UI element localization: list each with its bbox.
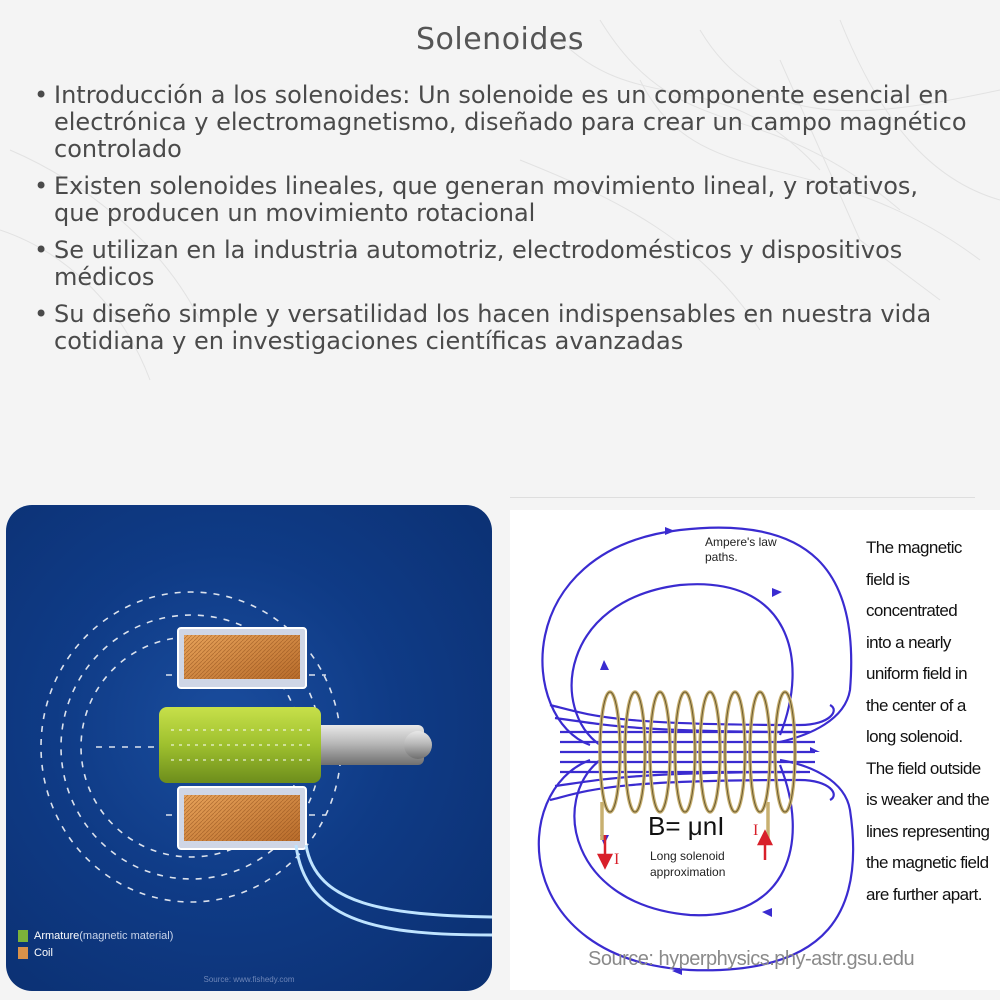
solenoid-cutaway-image: Armature (magnetic material) Coil Source… bbox=[6, 505, 492, 991]
description-line: the magnetic field bbox=[866, 853, 989, 872]
description-line: The field outside bbox=[866, 758, 981, 778]
field-lines-drawing: Ampere's law paths. B= μnI Long solenoid… bbox=[537, 526, 855, 975]
armature-swatch bbox=[18, 930, 28, 942]
slide-title: Solenoides bbox=[415, 22, 585, 57]
legend: Armature (magnetic material) Coil bbox=[18, 930, 173, 964]
image-source-credit: Source: hyperphysics.phy-astr.gsu.edu bbox=[588, 948, 915, 970]
description-line: concentrated bbox=[866, 601, 958, 620]
coil-swatch bbox=[18, 947, 28, 959]
description-line: uniform field in bbox=[866, 664, 968, 683]
paths-label-line1: Ampere's law bbox=[705, 535, 777, 549]
description-line: are further apart. bbox=[866, 884, 982, 904]
approx-label-line2: approximation bbox=[650, 865, 725, 879]
bullet-item: Su diseño simple y versatilidad los hace… bbox=[30, 301, 970, 355]
legend-item-armature: Armature (magnetic material) bbox=[18, 930, 173, 942]
description-line: The magnetic bbox=[866, 538, 962, 557]
description-line: is weaker and the bbox=[866, 790, 990, 809]
magnetic-field-diagram: Ampere's law paths. B= μnI Long solenoid… bbox=[510, 510, 1000, 990]
description-line: the center of a bbox=[866, 695, 966, 715]
field-description: The magnetic field is concentrated into … bbox=[866, 532, 998, 910]
legend-label: Armature bbox=[34, 930, 80, 942]
bullet-list: Introducción a los solenoides: Un soleno… bbox=[30, 82, 970, 365]
formula: B= μnI bbox=[648, 811, 724, 841]
image-source-credit: Source: www.fishedy.com bbox=[203, 975, 295, 984]
description-line: into a nearly bbox=[866, 632, 951, 652]
description-line: lines representing bbox=[866, 821, 990, 841]
current-label-left: I bbox=[614, 851, 619, 868]
divider bbox=[510, 497, 975, 498]
description-line: long solenoid. bbox=[866, 727, 963, 746]
paths-label-line2: paths. bbox=[705, 550, 738, 564]
solenoid-cutaway-drawing bbox=[40, 591, 492, 937]
current-label-right: I bbox=[753, 822, 758, 839]
description-line: field is bbox=[866, 569, 910, 589]
legend-item-coil: Coil bbox=[18, 947, 173, 959]
approx-label-line1: Long solenoid bbox=[650, 849, 725, 863]
legend-label: Coil bbox=[34, 947, 53, 959]
bullet-item: Introducción a los solenoides: Un soleno… bbox=[30, 82, 970, 163]
bullet-item: Se utilizan en la industria automotriz, … bbox=[30, 237, 970, 291]
bullet-item: Existen solenoides lineales, que generan… bbox=[30, 173, 970, 227]
legend-note: (magnetic material) bbox=[79, 930, 174, 942]
